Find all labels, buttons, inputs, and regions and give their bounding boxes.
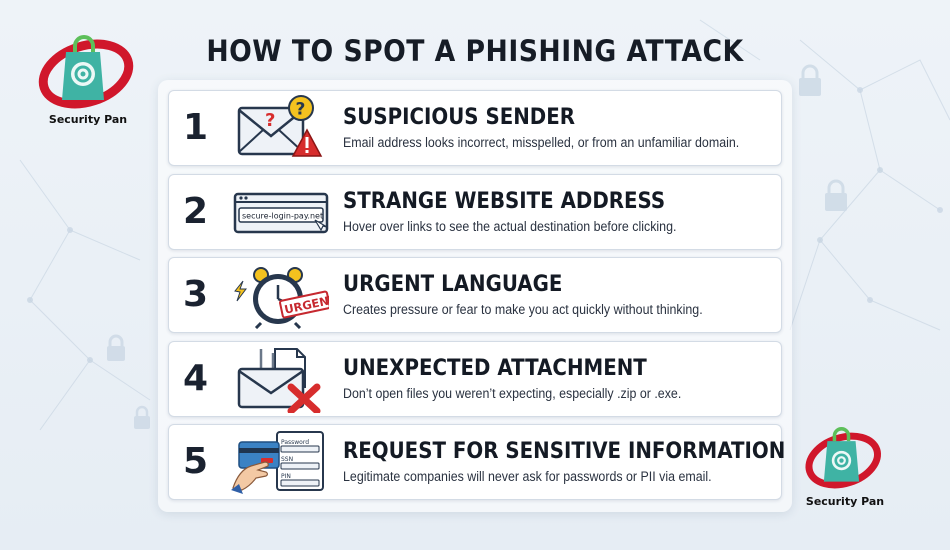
tip-description: Don’t open files you weren’t expecting, … — [343, 386, 682, 401]
svg-text:?: ? — [296, 100, 306, 120]
tip-card-suspicious-sender: 1 ? ? SUSPICIOUS SENDER Email address lo… — [168, 90, 782, 166]
brand-name: Security Pan — [805, 495, 885, 508]
tip-number: 3 — [183, 274, 209, 315]
brand-name: Security Pan — [48, 113, 128, 126]
form-label-ssn: SSN — [281, 456, 293, 463]
envelope-question-warning-icon: ? ? — [231, 94, 329, 162]
brand-logo-top: Security Pan — [38, 28, 138, 126]
tip-title: SUSPICIOUS SENDER — [343, 105, 576, 130]
shopping-bag-shield-icon — [38, 35, 134, 109]
envelope-attachment-x-icon — [231, 345, 329, 415]
tip-card-sensitive-information: 5 Password SSN PIN REQUEST FOR SENSITIVE… — [168, 424, 786, 500]
browser-url-bar-icon: secure-login-pay.net — [231, 178, 329, 246]
tip-title: REQUEST FOR SENSITIVE INFORMATION — [343, 439, 786, 464]
alarm-clock-urgent-icon: URGENT — [231, 261, 338, 330]
tip-number: 2 — [183, 191, 209, 232]
shopping-bag-shield-icon — [805, 427, 882, 489]
svg-text:?: ? — [265, 110, 275, 131]
tip-title: UNEXPECTED ATTACHMENT — [343, 356, 647, 381]
tip-description: Legitimate companies will never ask for … — [343, 469, 712, 484]
brand-logo-bottom: Security Pan — [795, 420, 895, 508]
tip-description: Hover over links to see the actual desti… — [343, 219, 677, 234]
tip-description: Creates pressure or fear to make you act… — [343, 302, 703, 317]
tip-card-urgent-language: 3 URGENT URGENT LANGUAGE Creates pressur… — [168, 257, 782, 333]
tip-card-unexpected-attachment: 4 UNEXPECTED ATTACHMENT Don’t open files… — [168, 341, 782, 417]
form-label-password: Password — [281, 439, 309, 446]
tip-card-strange-website: 2 secure-login-pay.net STRANGE WEBSITE A… — [168, 174, 782, 250]
background-lock-icons — [107, 64, 847, 429]
tip-title: STRANGE WEBSITE ADDRESS — [343, 189, 666, 214]
tip-description: Email address looks incorrect, misspelle… — [343, 135, 740, 150]
tip-title: URGENT LANGUAGE — [343, 272, 563, 297]
tip-number: 4 — [183, 358, 209, 399]
tip-number: 5 — [183, 441, 209, 482]
form-label-pin: PIN — [281, 473, 291, 480]
url-text: secure-login-pay.net — [242, 212, 323, 221]
tip-number: 1 — [183, 107, 209, 148]
card-form-hand-icon: Password SSN PIN — [231, 428, 329, 496]
page-title: HOW TO SPOT A PHISHING ATTACK — [206, 34, 744, 68]
